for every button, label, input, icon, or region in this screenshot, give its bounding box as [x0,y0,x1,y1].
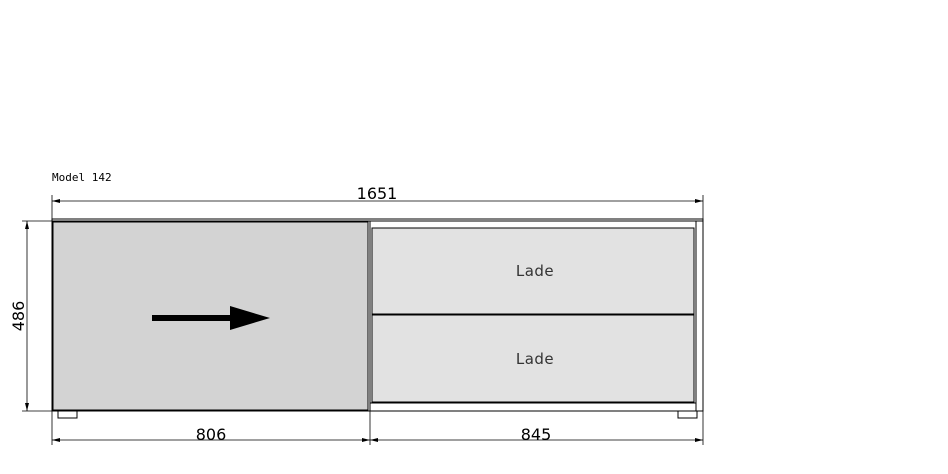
drawer-top-label: Lade [516,262,554,280]
arrow-right-icon [152,306,270,330]
dimension-bottom: 806 845 [51,411,704,445]
dimension-total-width: 1651 [51,184,704,219]
drawer-top [371,227,695,315]
cabinet: Lade Lade [51,218,704,419]
foot-right [677,410,698,419]
dimension-height: 486 [9,220,52,412]
cabinet-frame [51,218,704,412]
dimension-right-width-label: 845 [521,425,552,444]
drawer-bottom-label: Lade [516,350,554,368]
dimension-height-label: 486 [9,301,28,332]
dimension-left-width-label: 806 [196,425,227,444]
model-label: Model 142 [52,171,112,184]
drawer-bottom [371,314,695,403]
dimension-total-width-label: 1651 [357,184,398,203]
foot-left [57,410,78,419]
